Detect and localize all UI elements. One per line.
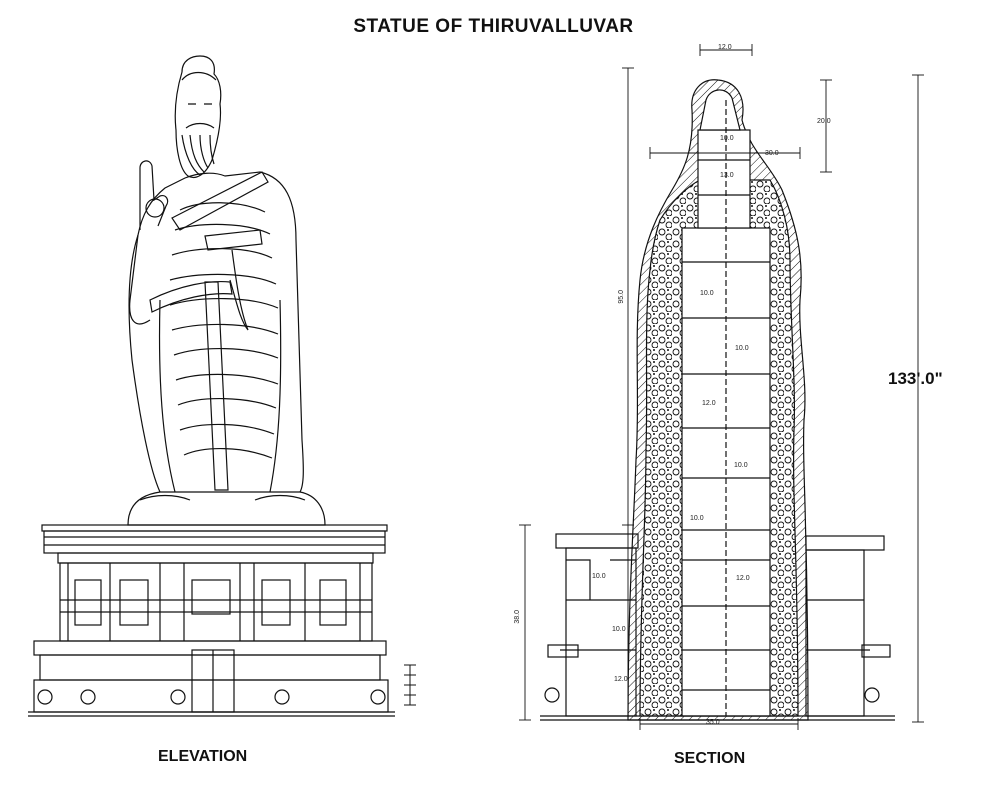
section-label: SECTION	[674, 750, 746, 767]
elevation-statue	[127, 55, 326, 526]
neck-width-label: 30.0	[765, 150, 779, 157]
floor-label: 12.0	[614, 676, 628, 683]
floor-label: 10.0	[735, 345, 749, 352]
pedestal-height-label: 38.0	[514, 610, 521, 624]
head-width-label: 12.0	[718, 44, 732, 51]
floor-label: 12.0	[736, 575, 750, 582]
elevation-pedestal	[28, 524, 395, 717]
scale-marker	[404, 664, 416, 706]
section-pedestal	[540, 533, 895, 721]
total-height-label: 133'.0"	[888, 369, 943, 388]
floor-label: 13.0	[720, 172, 734, 179]
floor-label: 12.0	[702, 400, 716, 407]
section-dimension-lines	[519, 44, 924, 730]
floor-label: 10.0	[734, 462, 748, 469]
head-height-label: 20.0	[817, 118, 831, 125]
floor-label: 10.0	[592, 573, 606, 580]
drawing-title: STATUE OF THIRUVALLUVAR	[353, 16, 634, 37]
section-floors	[682, 100, 770, 716]
elevation-label: ELEVATION	[158, 748, 248, 765]
base-width-label: 35.0	[706, 719, 720, 726]
floor-label: 10.0	[720, 135, 734, 142]
statue-height-label: 95.0	[618, 290, 625, 304]
floor-label: 10.0	[700, 290, 714, 297]
floor-label: 10.0	[690, 515, 704, 522]
elevation-drawing	[28, 55, 395, 717]
floor-label: 10.0	[612, 626, 626, 633]
section-drawing	[519, 44, 924, 730]
